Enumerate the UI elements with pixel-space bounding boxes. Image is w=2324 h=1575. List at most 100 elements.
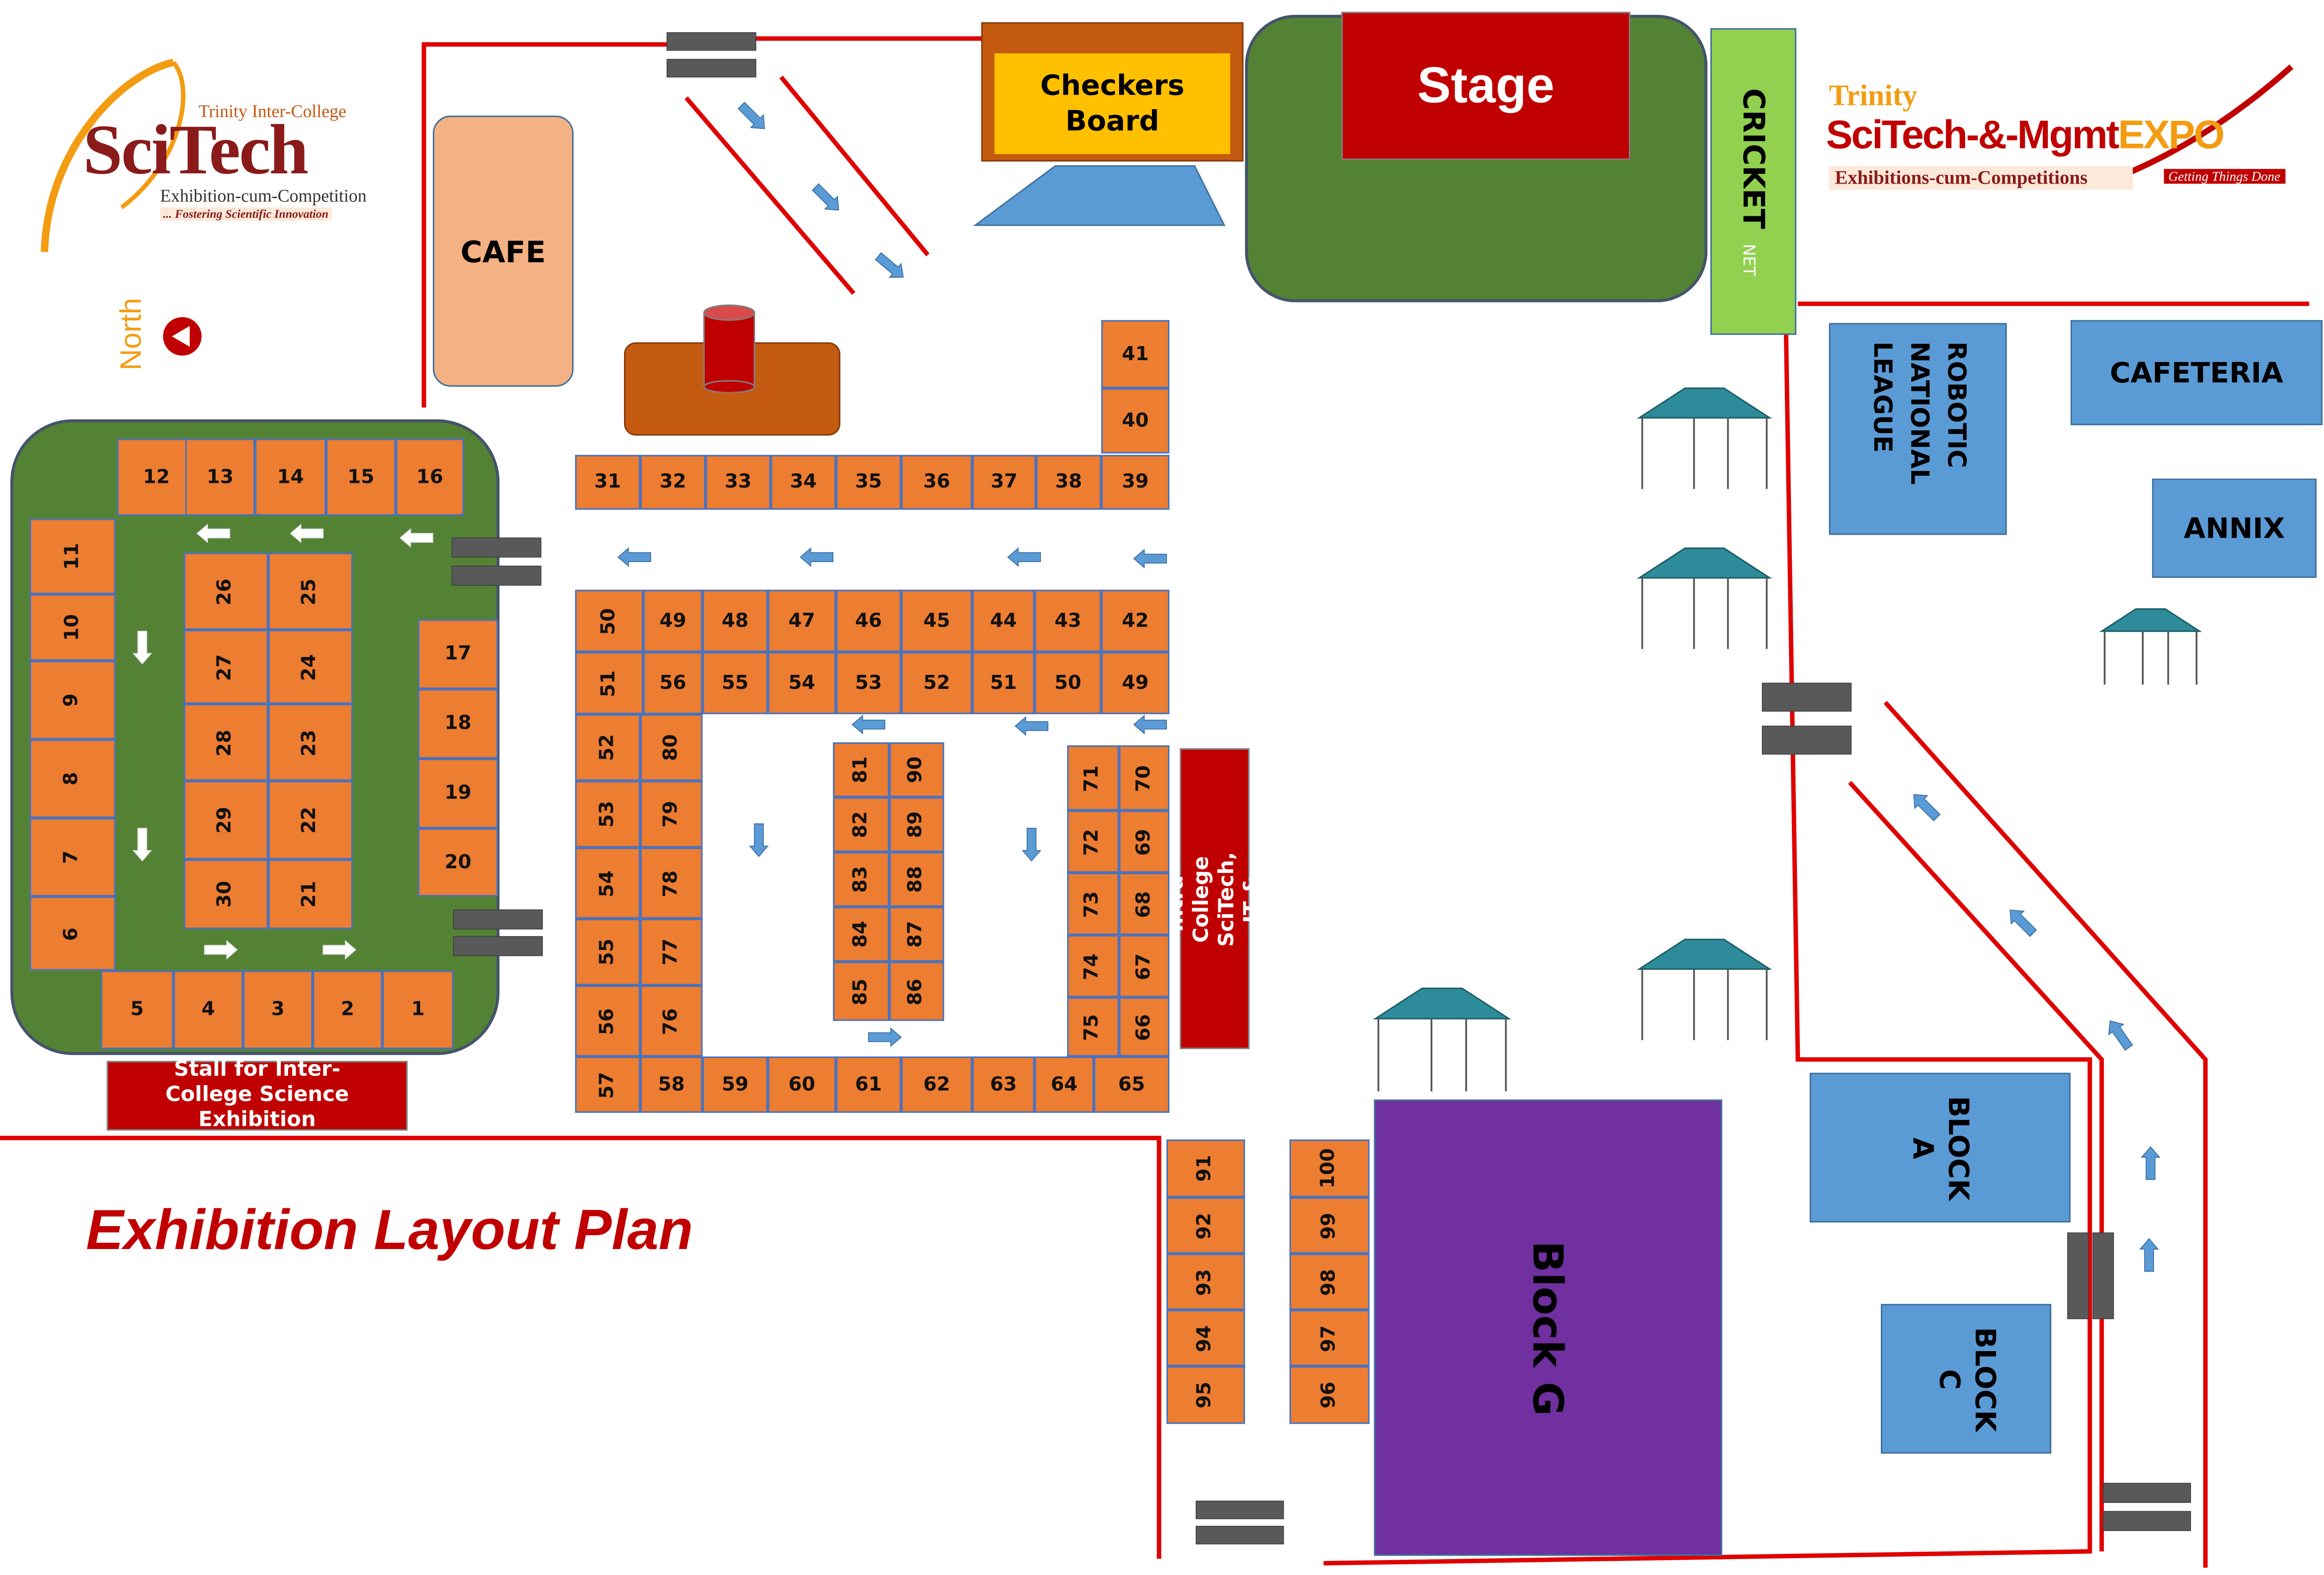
stall-number: 37 [990,471,1018,494]
stall-number: 49 [1121,672,1149,695]
stall-number: 41 [1121,343,1149,365]
cafe-area: CAFE [432,115,574,387]
robotic-national-league: ROBOTIC NATIONAL LEAGUE [1829,323,2007,535]
stall-89: 89 [889,797,944,852]
stall-22: 22 [268,781,353,860]
stall-75: 75 [1067,997,1119,1057]
gate-icon [452,565,542,586]
stall-78: 78 [640,847,703,919]
stall-number: 31 [594,471,621,494]
stall-86: 86 [889,961,944,1021]
stall-16: 16 [395,438,464,516]
direction-arrow-icon [204,940,238,960]
stall-34: 34 [771,455,836,510]
stall-74: 74 [1067,935,1119,998]
stall-12: 12 [117,438,196,516]
checkers-stand-icon [973,165,1225,226]
stall-number: 42 [1121,609,1149,632]
stall-number: 13 [207,466,234,488]
expo-name-b: E [2118,112,2145,157]
gate-icon [2067,1232,2089,1319]
stall-number: 18 [445,712,472,735]
stall-65: 65 [1093,1056,1170,1113]
stall-91: 91 [1166,1139,1245,1198]
stall-number: 56 [659,672,687,695]
stall-18: 18 [418,689,498,759]
block-a-building: BLOCK A [1810,1072,2071,1223]
stall-number: 49 [659,609,687,632]
stall-79: 79 [640,781,703,848]
stall-4: 4 [173,970,243,1050]
stall-number: 4 [201,998,215,1021]
north-arrow-icon [163,317,202,356]
gate-icon [1195,1501,1284,1519]
stall-96: 96 [1289,1366,1370,1424]
canopy-tent-icon [2099,608,2202,685]
expo-tagline: Getting Things Done [2164,169,2285,184]
stall-2: 2 [312,970,383,1050]
expo-line1: Trinity [1829,80,1917,113]
stall-number: 15 [347,466,375,488]
intra-college-stall-label: Stall for Intra-College SciTech, IT & Mg… [1139,748,1289,1050]
stall-14: 14 [255,438,327,516]
stall-49: 49 [1101,652,1170,714]
stall-number: 51 [990,672,1017,695]
stall-number: 54 [788,672,816,695]
stall-55: 55 [702,652,768,714]
direction-arrow-icon [868,1027,902,1047]
gate-icon [453,909,543,930]
cafe-label: CAFE [460,233,546,269]
stall-99: 99 [1289,1197,1370,1254]
stall-100: 100 [1289,1139,1370,1198]
stall-43: 43 [1034,590,1101,652]
stall-1: 1 [382,970,454,1050]
stall-number: 40 [1121,409,1149,432]
stall-number: 1 [411,998,425,1021]
stall-number: 20 [445,851,472,874]
stall-37: 37 [972,455,1036,510]
stall-49: 49 [643,590,703,652]
direction-arrow-icon [1022,828,1042,862]
stall-number: 36 [923,471,950,494]
gate-icon [2102,1511,2191,1531]
logo-swoosh-icon [41,59,186,252]
stage-area: Stage [1341,12,1631,160]
stall-97: 97 [1289,1309,1370,1367]
stall-67: 67 [1119,935,1170,998]
stall-95: 95 [1166,1366,1245,1424]
block-c-building: BLOCK C [1880,1304,2051,1454]
direction-arrow-icon [811,183,839,211]
stall-48: 48 [702,590,768,652]
stall-number: 55 [721,672,749,695]
logo-tagline: ... Fostering Scientific Innovation [160,207,332,221]
stall-9: 9 [30,661,116,739]
stall-98: 98 [1289,1253,1370,1310]
direction-arrow-icon [2140,1146,2161,1180]
gate-icon [2102,1483,2191,1503]
stall-21: 21 [268,859,353,929]
logo-line1: Trinity Inter-College [198,101,347,122]
stall-28: 28 [184,703,268,781]
stall-62: 62 [901,1056,973,1113]
direction-arrow-icon [875,252,904,278]
stall-50: 50 [1034,652,1101,714]
canopy-tent-icon [1636,387,1773,489]
logo-name: SciTech [83,111,309,190]
logo-line2: Exhibition-cum-Competition [160,185,367,206]
stall-66: 66 [1119,997,1170,1057]
direction-arrow-icon [1014,716,1048,736]
stall-54: 54 [575,847,640,919]
stall-70: 70 [1119,745,1170,811]
stall-35: 35 [836,455,901,510]
stall-63: 63 [972,1056,1035,1113]
expo-name-a: SciTech-&-Mgmt [1826,112,2120,157]
stall-number: 63 [990,1073,1017,1096]
gate-icon [1195,1526,1284,1545]
stall-number: 5 [130,998,144,1021]
stall-80: 80 [640,714,703,781]
stall-56: 56 [643,652,703,714]
stall-31: 31 [575,455,640,510]
direction-arrow-icon [322,940,356,960]
